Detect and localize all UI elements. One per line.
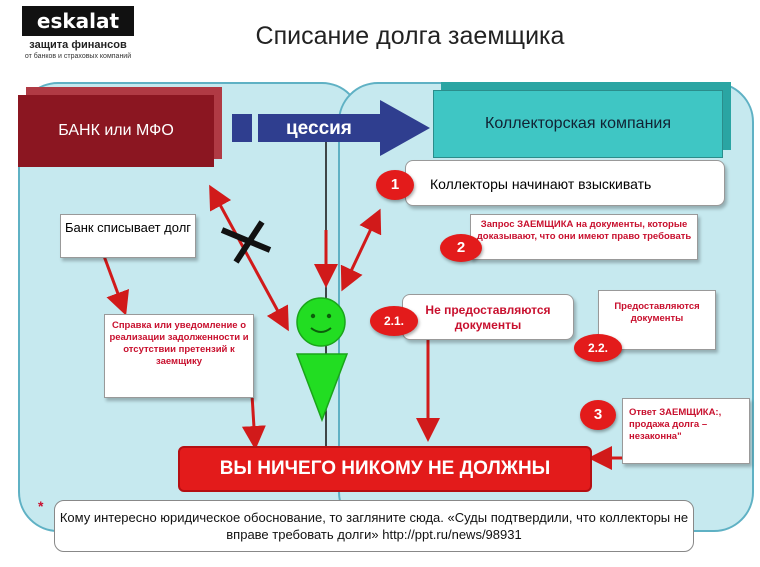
step-1-note: Коллекторы начинают взыскивать — [405, 160, 725, 206]
person-head — [296, 297, 346, 347]
person-smile — [310, 327, 332, 333]
arrow-to-certificate — [102, 255, 130, 316]
logo: eskalat защита финансов от банков и стра… — [22, 6, 134, 64]
footnote-asterisk: * — [38, 498, 44, 514]
person-eye-right — [326, 313, 332, 319]
bank-writes-off-note: Банк списывает долг — [60, 214, 196, 258]
cross-line-a — [220, 227, 272, 253]
page-title: Списание долга заемщика — [255, 22, 565, 50]
certificate-note: Справка или уведомление о реализации зад… — [104, 314, 254, 398]
step-2-badge: 2 — [440, 234, 482, 262]
footnote-box: Кому интересно юридическое обоснование, … — [54, 500, 694, 552]
bank-box: БАНК или МФО — [18, 95, 214, 167]
arrow-person-step1 — [340, 208, 382, 292]
step-2-note: Запрос ЗАЕМЩИКА на документы, которые до… — [470, 214, 698, 260]
step-2-1-badge: 2.1. — [370, 306, 418, 336]
result-banner: ВЫ НИЧЕГО НИКОМУ НЕ ДОЛЖНЫ — [178, 446, 592, 492]
step-3-badge: 3 — [580, 400, 616, 430]
collector-box: Коллекторская компания — [433, 90, 723, 158]
step-3-note: Ответ ЗАЕМЩИКА:, продажа долга – незакон… — [622, 398, 750, 464]
logo-subtagline: от банков и страховых компаний — [24, 53, 132, 60]
logo-tagline: защита финансов — [29, 39, 127, 51]
footnote-text[interactable]: Кому интересно юридическое обоснование, … — [59, 510, 689, 542]
person-body — [295, 353, 349, 423]
arrow-bank-person — [209, 184, 289, 332]
person-eye-left — [310, 313, 316, 319]
logo-word: eskalat — [22, 6, 134, 36]
cross-line-b — [233, 220, 265, 264]
cession-label: цессия — [286, 118, 352, 139]
step-2-1-note: Не предоставляются документы — [402, 294, 574, 340]
cession-arrow — [258, 100, 430, 156]
step-1-badge: 1 — [376, 170, 414, 200]
step-2-2-badge: 2.2. — [574, 334, 622, 362]
cession-arrow-stub — [232, 114, 252, 142]
